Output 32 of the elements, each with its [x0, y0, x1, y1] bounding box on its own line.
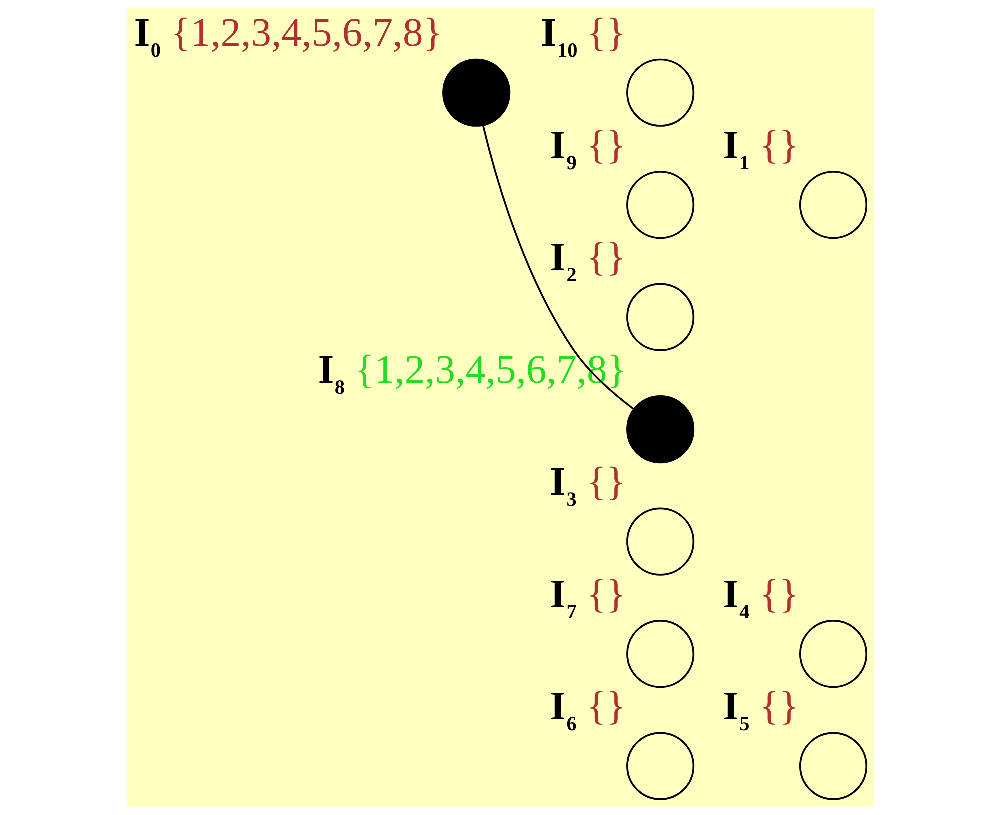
node-label: {}: [759, 571, 798, 616]
node-circle: [798, 171, 868, 240]
node-circle: [798, 732, 868, 800]
node-circle: [626, 620, 694, 688]
node-label: {1,2,3,4,5,6,7,8}: [170, 10, 442, 56]
node-label: {}: [586, 459, 626, 504]
node-label: I$_{7}$: [550, 571, 576, 624]
node-label: {}: [586, 234, 626, 280]
node-circle: [626, 396, 694, 464]
node-circle: [798, 620, 868, 688]
node-label: {}: [759, 684, 798, 729]
node-circle: [442, 58, 510, 127]
node-label: I$_{2}$: [550, 234, 576, 287]
node-label: I$_{5}$: [722, 684, 750, 736]
node-label: I$_{0}$: [134, 10, 161, 62]
node-circle: [626, 58, 694, 127]
node-label: {}: [586, 122, 626, 168]
node-circle: [626, 171, 694, 240]
node-circle: [626, 508, 694, 576]
node-label: {}: [586, 10, 626, 56]
node-label: {}: [586, 571, 626, 616]
node-label: {}: [586, 684, 626, 729]
node-label: {}: [759, 122, 798, 168]
node-label: I$_{8}$: [318, 346, 345, 399]
node-label: I$_{10}$: [540, 10, 578, 62]
node-label: I$_{3}$: [550, 459, 576, 512]
node-label: I$_{6}$: [550, 684, 576, 736]
node-circle: [626, 732, 694, 800]
node-label: I$_{9}$: [550, 122, 576, 174]
node-label: I$_{4}$: [722, 571, 750, 624]
node-circle: [626, 283, 694, 352]
node-label: I$_{1}$: [722, 122, 750, 174]
